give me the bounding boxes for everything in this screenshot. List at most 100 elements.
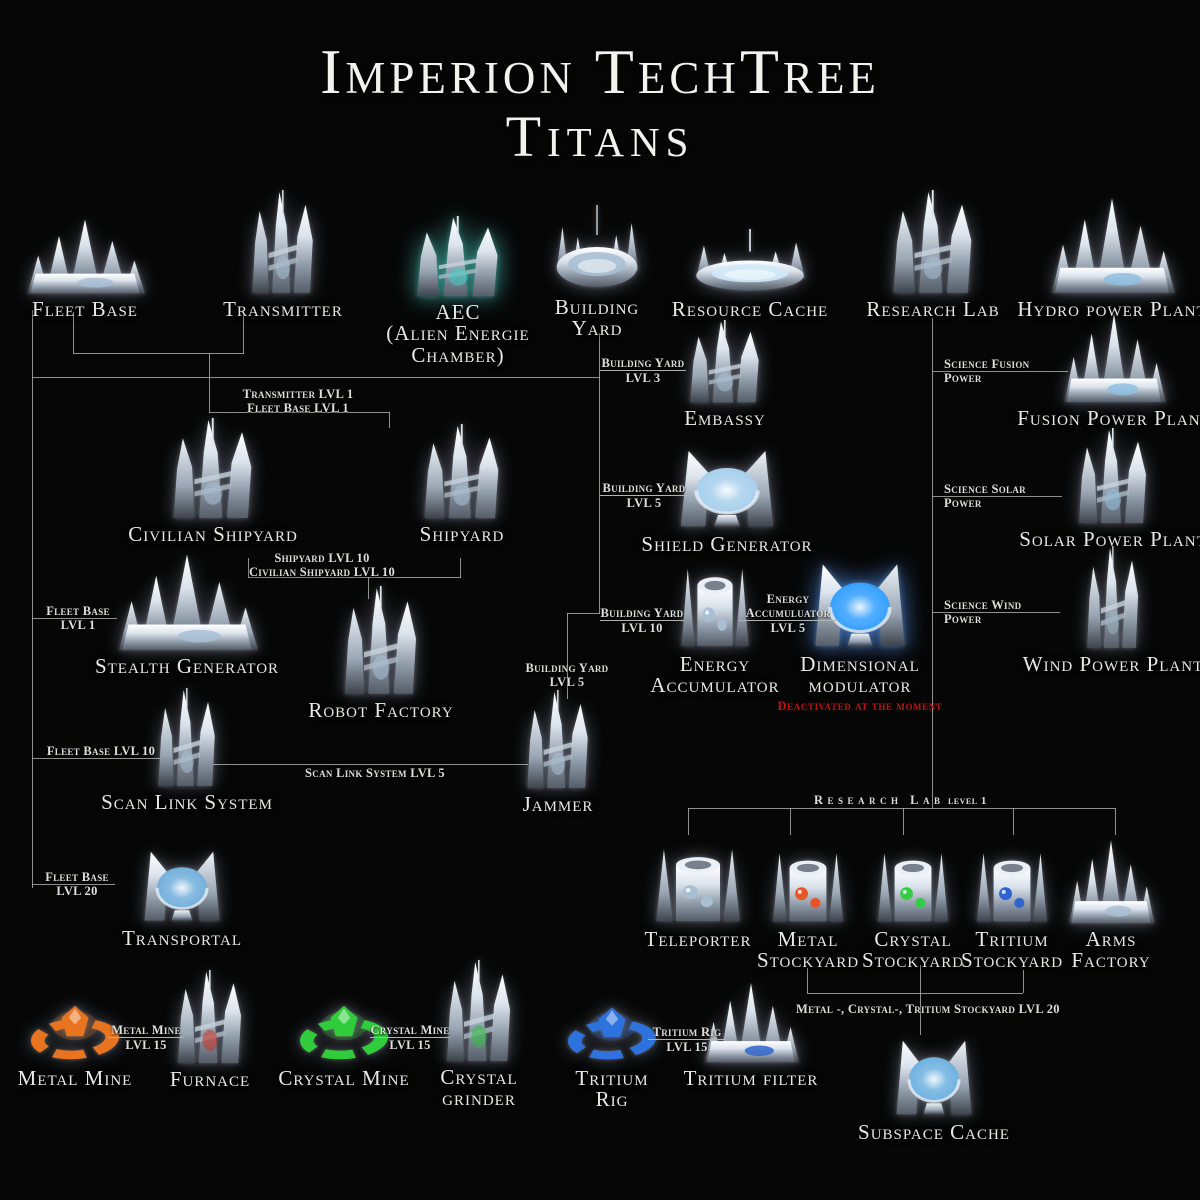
crystal-grinder-label: Crystal grinder <box>440 1065 518 1111</box>
connector-line <box>32 377 600 378</box>
arms-factory-icon <box>1064 833 1158 925</box>
arms-factory-label: Arms Factory <box>1071 927 1151 973</box>
req-subspace-cache: Metal -, Crystal-, Tritium Stockyard LVL… <box>796 1002 1060 1016</box>
req-transportal: Fleet Base LVL 20 <box>42 870 112 898</box>
hydro-power-plant-icon <box>1044 190 1180 295</box>
transmitter-label: Transmitter <box>223 297 343 321</box>
connector-line <box>599 333 600 614</box>
solar-power-plant-icon <box>1063 428 1163 525</box>
connector-line <box>32 618 117 619</box>
connector-line <box>920 965 921 1035</box>
aec-label: AEC (Alien Energie Chamber) <box>386 300 530 367</box>
transportal-icon <box>130 838 234 924</box>
req-energy-accumulator: Building Yard LVL 10 <box>600 606 684 635</box>
connector-line <box>932 371 1068 372</box>
node-tritium-stockyard: Tritium Stockyard <box>961 833 1062 972</box>
connector-line <box>73 312 74 354</box>
connector-line <box>389 412 390 428</box>
title-line1: Imperion TechTree <box>320 36 880 107</box>
connector-line <box>209 412 390 413</box>
research-lab-label: Research Lab <box>866 297 1000 321</box>
req-dimmod-line1: Energy <box>766 592 810 606</box>
node-jammer: Jammer <box>513 690 603 815</box>
tritium-rig-label: Tritium Rig <box>575 1066 649 1112</box>
req-robot-factory: Shipyard LVL 10 Civilian Shipyard LVL 10 <box>238 551 406 579</box>
stealth-generator-label: Stealth Generator <box>94 654 280 678</box>
req-stealth-line1: Fleet Base <box>46 604 110 618</box>
node-arms-factory: Arms Factory <box>1064 833 1158 972</box>
resource-cache-icon <box>686 220 814 295</box>
req-scan-link-system: Fleet Base LVL 10 <box>45 744 157 758</box>
req-embassy-line1: Building Yard <box>600 356 686 371</box>
req-shield-generator: Building Yard LVL 5 <box>600 481 688 510</box>
req-furnace-line1: Metal Mine <box>108 1023 184 1038</box>
resource-cache-label: Resource Cache <box>671 297 829 321</box>
node-civilian-shipyard: Civilian Shipyard <box>128 418 297 545</box>
wind-power-plant-label: Wind Power Plant <box>1022 652 1200 676</box>
teleporter-label: Teleporter <box>644 927 752 951</box>
shield-generator-label: Shield Generator <box>641 532 813 556</box>
transportal-label: Transportal <box>121 926 243 950</box>
tritium-filter-label: Tritium filter <box>683 1066 819 1090</box>
node-hydro-power-plant: Hydro power Plant <box>1017 190 1200 320</box>
crystal-stockyard-label: Crystal Stockyard <box>861 927 965 973</box>
metal-stockyard-icon <box>762 833 854 925</box>
node-aec: AEC (Alien Energie Chamber) <box>386 216 529 366</box>
req-furnace: Metal Mine LVL 15 <box>108 1023 184 1052</box>
connector-line <box>790 808 791 835</box>
transmitter-icon <box>238 190 328 295</box>
teleporter-icon <box>643 828 753 925</box>
node-stealth-generator: Stealth Generator <box>95 546 278 677</box>
req-dimmod-line3: LVL 5 <box>770 621 806 635</box>
robot-factory-icon <box>328 586 434 696</box>
embassy-icon <box>674 320 776 404</box>
fleet-base-label: Fleet Base <box>32 297 138 321</box>
node-crystal-stockyard: Crystal Stockyard <box>862 833 963 972</box>
req-solar-line1: Science Solar Power <box>944 482 1026 510</box>
connector-line <box>248 577 461 578</box>
node-subspace-cache: Subspace Cache <box>858 1026 1009 1143</box>
metal-stockyard-label: Metal Stockyard <box>756 927 860 973</box>
req-embassy: Building Yard LVL 3 <box>600 356 686 385</box>
connector-line <box>32 884 115 885</box>
req-research-lab: Research Lab level 1 <box>814 793 994 808</box>
subspace-cache-icon <box>882 1026 986 1118</box>
req-grinder-line2: LVL 15 <box>389 1038 431 1052</box>
node-transportal: Transportal <box>122 838 241 949</box>
connector-line <box>1013 808 1014 835</box>
connector-line <box>368 577 369 599</box>
subspace-cache-label: Subspace Cache <box>858 1120 1010 1144</box>
node-transmitter: Transmitter <box>223 190 342 320</box>
node-crystal-mine: Crystal Mine <box>278 998 409 1089</box>
req-jammer-yard: Building Yard LVL 5 <box>521 661 613 689</box>
connector-line <box>567 613 568 699</box>
shipyard-label: Shipyard <box>419 522 505 546</box>
req-energy-line1: Building Yard <box>600 606 684 621</box>
node-metal-mine: Metal Mine <box>18 998 131 1089</box>
node-scan-link-system: Scan Link System <box>101 688 272 813</box>
connector-line <box>32 310 33 888</box>
req-shipyards: Transmitter LVL 1 Fleet Base LVL 1 <box>224 387 372 415</box>
civilian-shipyard-icon <box>155 418 271 520</box>
node-shield-generator: Shield Generator <box>641 436 812 555</box>
jammer-label: Jammer <box>522 792 594 816</box>
req-solar: Science Solar Power <box>944 482 1064 510</box>
fusion-power-plant-icon <box>1058 306 1170 404</box>
req-shield-line1: Building Yard <box>600 481 688 496</box>
req-jammer-scan-line1: Scan Link System LVL 5 <box>305 766 445 780</box>
node-furnace: Furnace <box>163 970 257 1090</box>
fleet-base-icon <box>20 213 150 295</box>
req-crystal-grinder: Crystal Mine LVL 15 <box>370 1023 450 1052</box>
node-tritium-rig: Tritium Rig <box>560 1000 664 1111</box>
title-line2: Titans <box>505 104 695 169</box>
scan-link-system-icon <box>145 688 229 788</box>
node-fusion-power-plant: Fusion Power Plant <box>1017 306 1200 429</box>
req-dimensional-modulator: Energy Accumuluator LVL 5 <box>738 592 838 635</box>
req-transportal-line1: Fleet Base <box>45 870 109 884</box>
connector-line <box>248 558 249 578</box>
req-filter-line2: LVL 15 <box>666 1040 708 1054</box>
jammer-icon <box>513 690 603 790</box>
req-scanlink-line1: Fleet Base LVL 10 <box>46 744 156 758</box>
metal-mine-label: Metal Mine <box>17 1066 133 1090</box>
